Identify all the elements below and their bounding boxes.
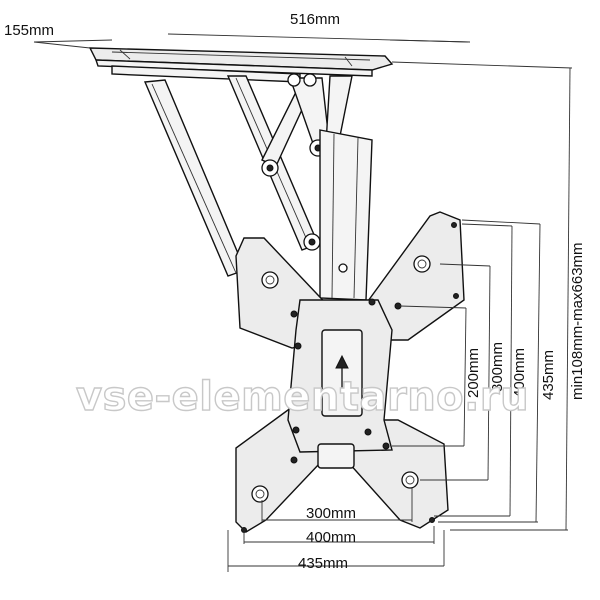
dim-horizontal-300-label: 300mm <box>306 505 356 522</box>
dim-vertical-400-label: 400mm <box>511 348 528 398</box>
dimension-lines <box>33 33 573 572</box>
dim-height-range-label: min108mm-max663mm <box>569 242 586 400</box>
dim-depth-label: 155mm <box>4 22 54 39</box>
ceiling-plate <box>88 47 394 83</box>
dim-vertical-300-label: 300mm <box>489 342 506 392</box>
vesa-plate <box>235 211 465 533</box>
bolt-icon <box>261 271 279 289</box>
dim-horizontal-435-label: 435mm <box>298 555 348 572</box>
dim-horizontal-400-label: 400mm <box>306 529 356 546</box>
dim-vertical-435-label: 435mm <box>540 350 557 400</box>
scissor-arms <box>143 73 353 277</box>
watermark-text: vse-elementarno.ru <box>76 374 529 420</box>
dim-width-label: 516mm <box>290 11 340 28</box>
bolt-icon <box>251 485 269 503</box>
bolt-icon <box>401 471 419 489</box>
vertical-column <box>319 129 373 301</box>
dim-vertical-200-label: 200mm <box>465 348 482 398</box>
bolt-icon <box>413 255 431 273</box>
